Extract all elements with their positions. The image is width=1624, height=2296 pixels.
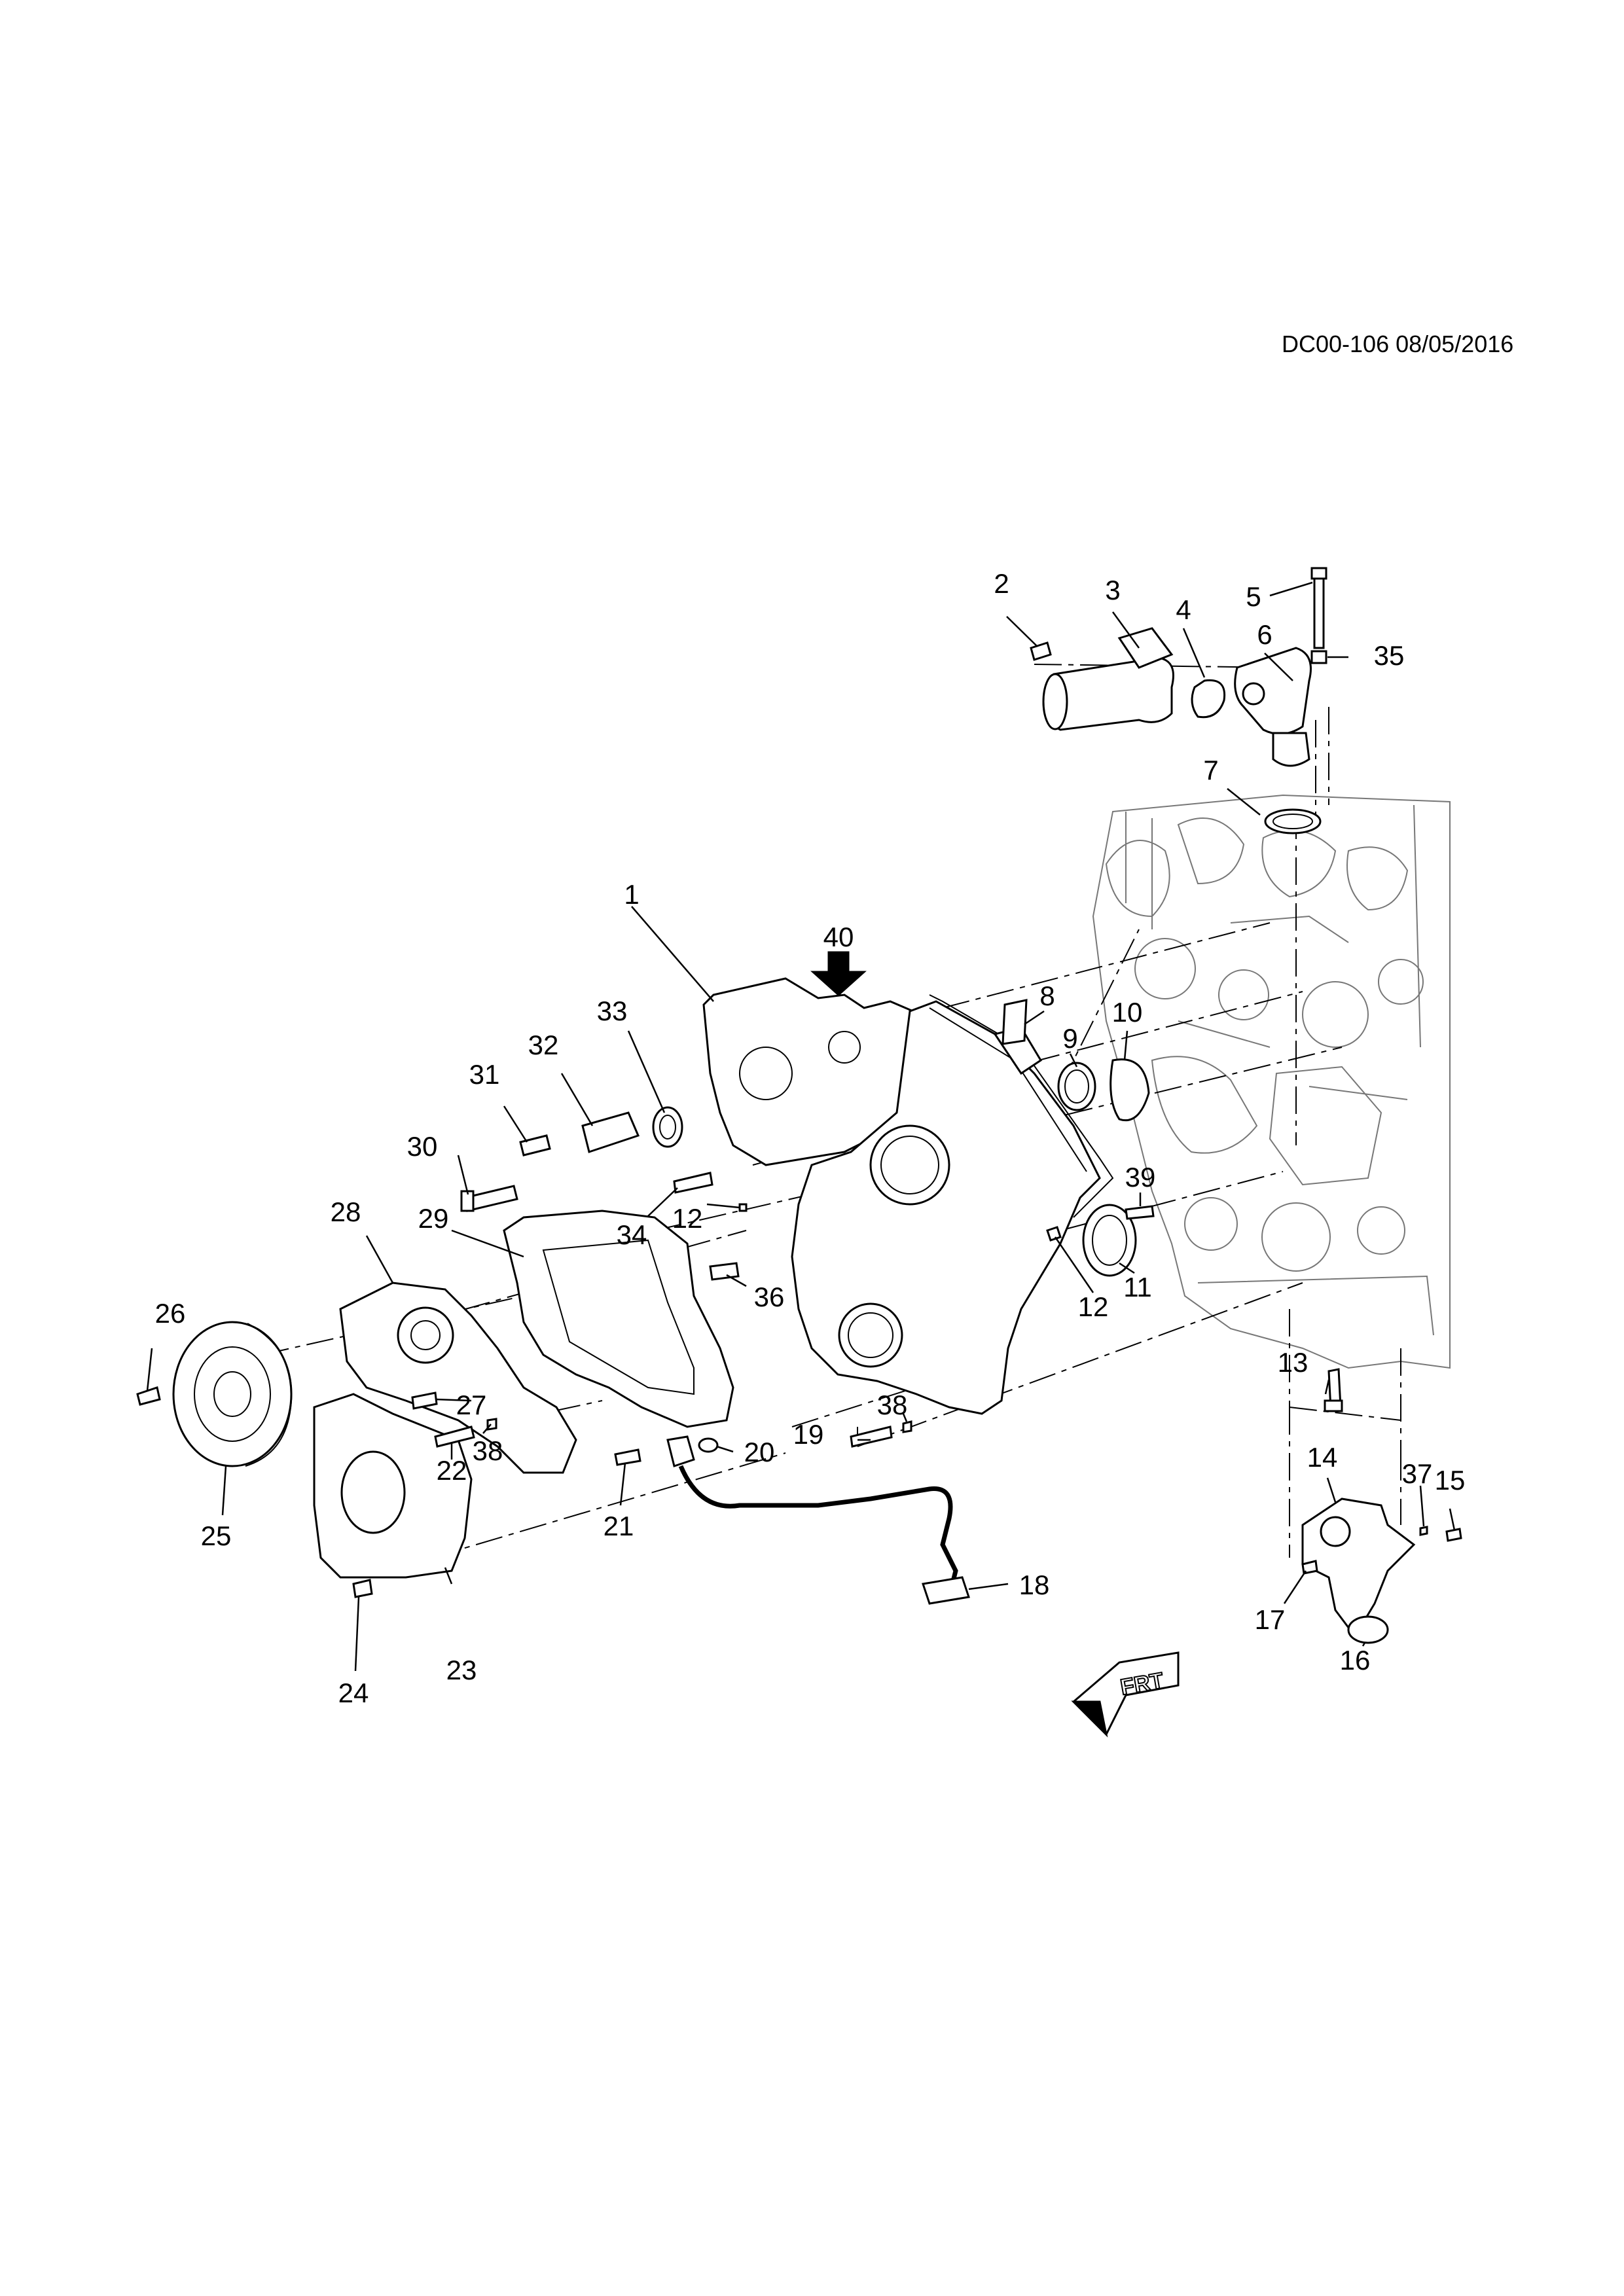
callout-4: 4 [1176, 594, 1191, 625]
dowel-38-right [902, 1420, 912, 1433]
bolt-5 [1313, 575, 1325, 649]
stud-35 [1310, 650, 1327, 664]
callout-10: 10 [1112, 997, 1143, 1028]
water-pump-hub [397, 1306, 454, 1364]
callout-38-left: 38 [473, 1435, 503, 1466]
callout-21: 21 [604, 1511, 634, 1541]
bolt-34 [673, 1172, 713, 1194]
thermostat-seal [1264, 808, 1322, 834]
callout-31: 31 [469, 1059, 500, 1090]
thermostat-housing-assembly [1030, 567, 1327, 834]
callout-12-lower: 12 [1078, 1291, 1109, 1322]
callout-3: 3 [1105, 575, 1120, 605]
callout-17: 17 [1255, 1604, 1286, 1635]
water-outlet-pipe-end [1042, 673, 1068, 730]
view-direction-arrow-40 [810, 951, 867, 997]
callout-34: 34 [617, 1219, 647, 1250]
callout-33: 33 [597, 996, 628, 1026]
bolt-31 [519, 1134, 551, 1157]
diagram-reference-code: DC00-106 08/05/2016 [1282, 331, 1514, 357]
engine-block [1092, 794, 1451, 1369]
bolt-17 [1301, 1560, 1318, 1575]
water-inlet-pipe-16 [1347, 1615, 1389, 1644]
housing-port [1242, 682, 1265, 706]
seal-8 [1001, 999, 1028, 1045]
callout-26: 26 [155, 1298, 186, 1329]
sensor-harness-assembly [614, 1420, 970, 1605]
callout-28: 28 [331, 1196, 361, 1227]
callout-23: 23 [446, 1655, 477, 1685]
oil-control-valve-assembly [460, 1111, 640, 1212]
callout-29: 29 [418, 1203, 449, 1234]
bolt-36 [709, 1262, 740, 1281]
callout-25: 25 [201, 1520, 232, 1551]
front-direction-indicator: FRT [1071, 1651, 1180, 1738]
bolt-15 [1445, 1528, 1462, 1542]
seal-20 [698, 1437, 719, 1453]
dowel-38-left [486, 1418, 497, 1431]
water-inlet-14 [1301, 1498, 1416, 1638]
timing-cover-seal-bore [869, 1124, 950, 1206]
callout-14: 14 [1307, 1442, 1338, 1473]
dowel-12-upper [738, 1203, 748, 1212]
seal-9 [1057, 1062, 1096, 1111]
callout-5: 5 [1246, 581, 1261, 612]
sensor-wiring-harness [678, 1465, 958, 1585]
callout-7: 7 [1203, 755, 1218, 785]
callout-16: 16 [1340, 1645, 1371, 1676]
callout-labels: 1 2 3 4 5 6 7 8 9 10 11 12 12 13 14 15 1… [155, 568, 1466, 1708]
callout-40: 40 [823, 922, 854, 952]
callout-36: 36 [754, 1282, 785, 1312]
bolt-21 [614, 1448, 641, 1466]
callout-39: 39 [1125, 1162, 1156, 1193]
water-inlet-assembly [1301, 1368, 1462, 1644]
bolt-22 [434, 1426, 475, 1448]
callout-2: 2 [994, 568, 1009, 599]
seal-10 [1110, 1058, 1150, 1121]
callout-6: 6 [1257, 619, 1272, 650]
callout-13: 13 [1278, 1347, 1308, 1378]
dowel-12-lower [1046, 1226, 1062, 1242]
callout-35: 35 [1374, 640, 1405, 671]
thermostat [1272, 732, 1310, 767]
callout-30: 30 [407, 1131, 438, 1162]
callout-9: 9 [1062, 1023, 1077, 1054]
water-pump-gasket-29 [503, 1210, 734, 1428]
bolt-26 [136, 1386, 161, 1406]
callout-11: 11 [1123, 1272, 1152, 1302]
callout-20: 20 [744, 1437, 775, 1467]
control-valve-32 [581, 1111, 640, 1153]
engine-front-cover-assembly [652, 951, 1155, 1415]
harness-connector-18 [922, 1576, 970, 1605]
leader-lines [146, 581, 1456, 1672]
callout-18: 18 [1019, 1570, 1050, 1600]
callout-19: 19 [793, 1419, 824, 1450]
bolt-39 [1125, 1205, 1155, 1220]
callout-37: 37 [1402, 1458, 1433, 1489]
callout-8: 8 [1039, 980, 1055, 1011]
callout-22: 22 [437, 1455, 467, 1486]
sensor-body [666, 1435, 695, 1467]
callout-27: 27 [456, 1390, 487, 1420]
seal-33 [652, 1106, 683, 1148]
callout-24: 24 [338, 1677, 369, 1708]
housing-seal-ring [1191, 679, 1226, 719]
plug-24 [352, 1579, 373, 1598]
callout-32: 32 [528, 1030, 559, 1060]
water-pump-assembly [136, 1210, 734, 1598]
crankshaft-front-seal-11 [1082, 1204, 1137, 1277]
callout-12-upper: 12 [672, 1203, 703, 1234]
callout-15: 15 [1435, 1465, 1466, 1496]
stud-37 [1419, 1526, 1428, 1536]
callout-38-right: 38 [877, 1390, 908, 1420]
bolt-2 [1030, 641, 1052, 661]
cover-opening [340, 1450, 406, 1534]
bolt-27 [411, 1391, 438, 1410]
callout-1: 1 [624, 879, 639, 910]
bolt-19 [850, 1426, 893, 1448]
